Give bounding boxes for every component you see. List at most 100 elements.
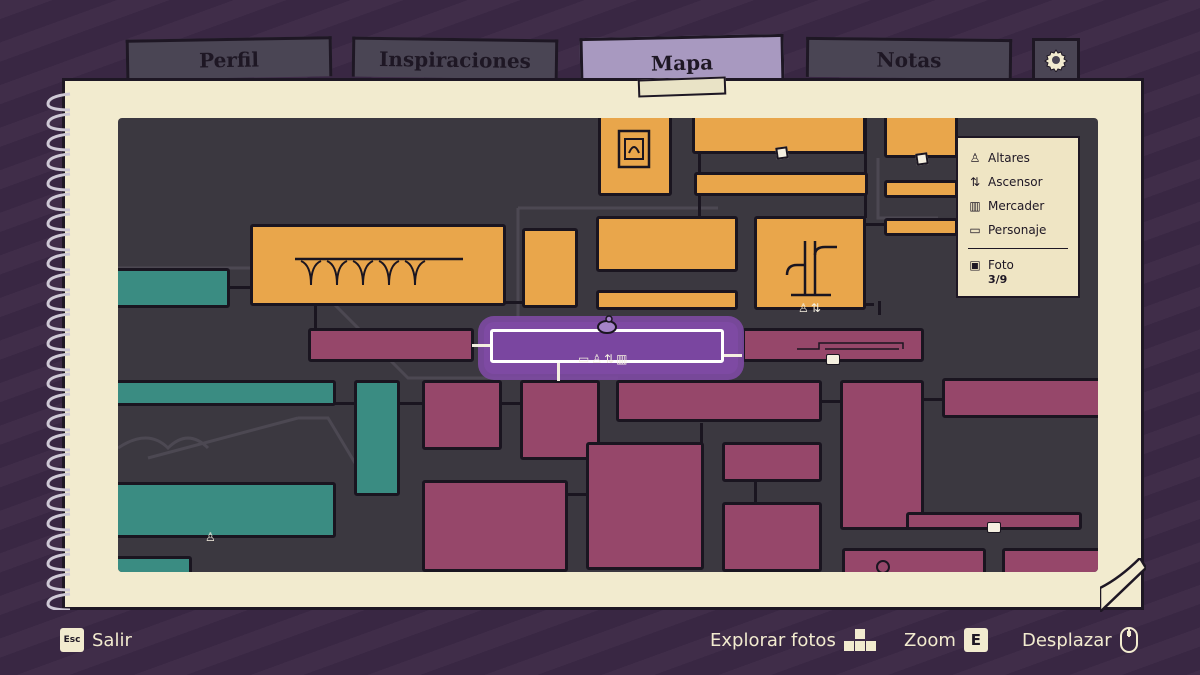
room-magenta[interactable]	[722, 502, 822, 572]
exit-control[interactable]: Esc Salir	[60, 625, 132, 655]
room-magenta[interactable]	[308, 328, 474, 362]
room-magenta[interactable]	[842, 548, 986, 572]
merchant-icon: ▥	[616, 352, 628, 366]
speech-bubble-icon: ▭	[578, 352, 590, 366]
room-teal[interactable]	[118, 268, 230, 308]
room-magenta[interactable]	[722, 442, 822, 482]
room-magenta[interactable]	[840, 380, 924, 530]
legend-label: Foto	[988, 258, 1014, 272]
player-icon	[597, 315, 617, 334]
corridor	[754, 482, 757, 512]
portrait-icon	[617, 129, 651, 169]
character-marker[interactable]	[987, 522, 1001, 533]
legend-row-ascensor: ⇅ Ascensor	[968, 170, 1068, 194]
altar-icon: ♙	[969, 151, 981, 165]
corridor	[568, 493, 590, 496]
room-magenta[interactable]	[942, 378, 1098, 418]
corridor	[878, 301, 881, 315]
legend-label: Personaje	[988, 223, 1047, 237]
room-orange-large[interactable]	[250, 224, 506, 306]
room-orange[interactable]	[884, 218, 958, 236]
legend-row-mercader: ▥ Mercader	[968, 194, 1068, 218]
photo-marker[interactable]	[915, 152, 929, 166]
altar-icon: ♙	[591, 352, 603, 366]
tape	[637, 76, 727, 98]
room-teal[interactable]	[118, 482, 336, 538]
photo-marker[interactable]	[775, 146, 789, 160]
spiral-binding	[46, 92, 71, 610]
room-icons: ♙	[205, 530, 216, 544]
tab-label: Notas	[876, 47, 942, 72]
corridor	[496, 402, 520, 405]
e-key-icon: E	[963, 628, 988, 652]
explore-photos-control[interactable]: Explorar fotos	[710, 625, 876, 655]
corridor	[818, 400, 842, 403]
legend-row-personaje: ▭ Personaje	[968, 218, 1068, 242]
mouse-icon	[1119, 627, 1138, 653]
room-icons: ♙ ⇅	[798, 301, 821, 315]
room-teal[interactable]	[118, 556, 192, 572]
connector	[724, 354, 742, 357]
corridor	[314, 306, 317, 332]
tab-notas[interactable]: Notas	[805, 36, 1013, 80]
tab-label: Inspiraciones	[378, 46, 532, 73]
room-magenta[interactable]	[616, 380, 822, 422]
corridor	[922, 398, 942, 401]
corridor	[864, 223, 898, 226]
legend-label: Ascensor	[988, 175, 1043, 189]
corridor	[228, 286, 252, 289]
elevator-icon: ⇅	[604, 352, 615, 366]
merchant-icon: ▥	[969, 199, 981, 213]
room-orange[interactable]	[884, 180, 958, 198]
elevator-shaft-icon	[785, 241, 837, 297]
corridor	[864, 118, 867, 218]
dpad-keys-icon	[843, 629, 876, 651]
zoom-label: Zoom	[904, 629, 956, 651]
legend-row-foto: ▣ Foto	[968, 257, 1068, 273]
tab-perfil[interactable]: Perfil	[125, 36, 333, 80]
pan-label: Desplazar	[1022, 629, 1112, 651]
character-marker[interactable]	[826, 354, 840, 365]
map-canvas[interactable]: ♙ ⇅ ♙ ▭ ♙ ⇅ ▥	[118, 118, 1098, 572]
connector	[472, 344, 490, 347]
connector	[557, 363, 560, 381]
room-orange[interactable]	[596, 216, 738, 272]
altar-icon: ♙	[798, 301, 809, 315]
corridor	[700, 423, 703, 449]
legend-row-altares: ♙ Altares	[968, 146, 1068, 170]
room-orange[interactable]	[522, 228, 578, 308]
elevator-icon: ⇅	[810, 301, 821, 315]
room-magenta[interactable]	[586, 442, 704, 570]
room-orange[interactable]	[596, 290, 738, 310]
aqueduct-icon	[295, 257, 463, 286]
exit-label: Salir	[92, 629, 132, 651]
corridor	[502, 301, 526, 304]
elevator-icon: ⇅	[969, 175, 981, 189]
tab-label: Perfil	[198, 46, 260, 73]
room-teal[interactable]	[118, 380, 336, 406]
speech-bubble-icon: ▭	[969, 223, 981, 237]
room-orange-elevator[interactable]	[754, 216, 866, 310]
zoom-control[interactable]: Zoom E	[904, 625, 988, 655]
pan-control[interactable]: Desplazar	[1022, 625, 1138, 655]
room-orange[interactable]	[598, 118, 672, 196]
room-magenta[interactable]	[422, 380, 502, 450]
room-orange[interactable]	[694, 172, 868, 196]
tab-inspiraciones[interactable]: Inspiraciones	[351, 36, 559, 80]
room-magenta[interactable]	[1002, 548, 1098, 572]
altar-icon: ♙	[205, 530, 216, 544]
room-teal[interactable]	[354, 380, 400, 496]
room-magenta[interactable]	[422, 480, 568, 572]
gear-icon	[1044, 48, 1068, 72]
settings-button[interactable]	[1032, 38, 1080, 78]
photo-icon: ▣	[969, 258, 981, 272]
map-marker	[876, 560, 890, 572]
tab-label: Mapa	[650, 49, 714, 76]
esc-key-icon: Esc	[60, 628, 84, 652]
explore-label: Explorar fotos	[710, 629, 836, 651]
photo-count: 3/9	[988, 273, 1008, 286]
room-icons: ▭ ♙ ⇅ ▥	[578, 352, 628, 366]
legend-label: Altares	[988, 151, 1030, 165]
map-background-lines	[118, 158, 938, 469]
legend-divider	[968, 248, 1068, 249]
